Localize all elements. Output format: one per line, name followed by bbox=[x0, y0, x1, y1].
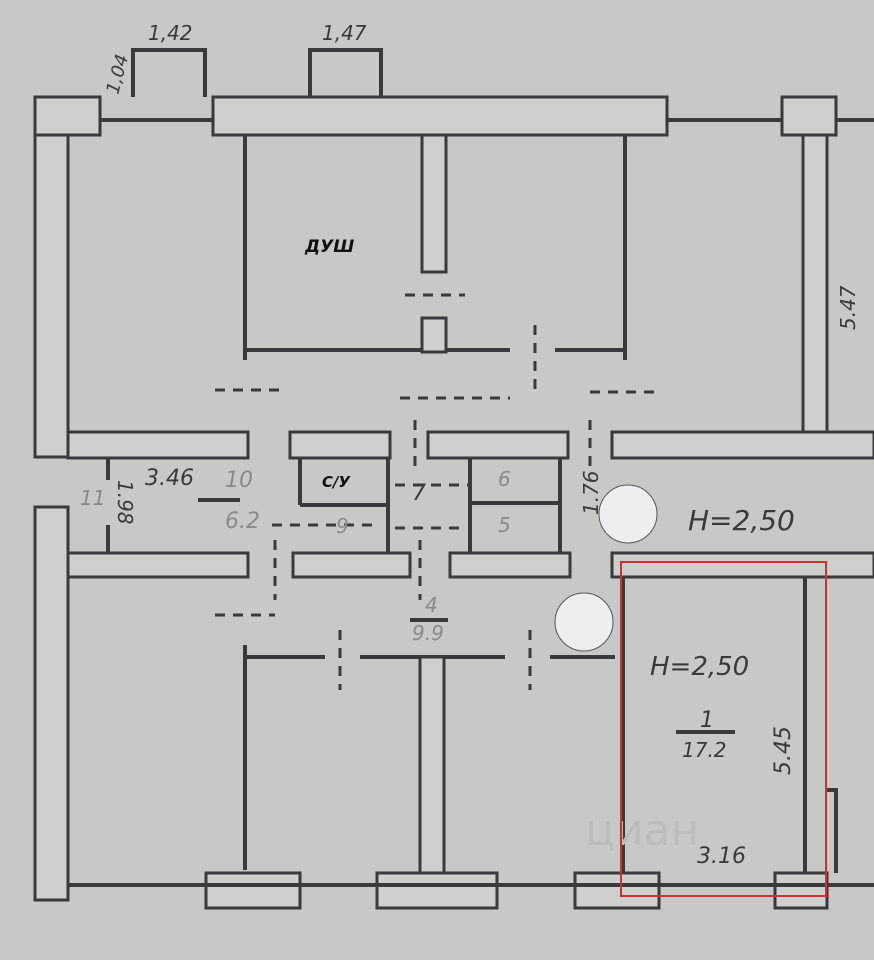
wc-label: С/У bbox=[322, 473, 351, 491]
balcony-2 bbox=[308, 48, 383, 97]
room11-dimension: 1.98 bbox=[113, 480, 137, 525]
room1-number: 1 bbox=[700, 708, 714, 733]
room1-area: 17.2 bbox=[682, 738, 727, 762]
room11-number: 11 bbox=[80, 486, 105, 510]
room1-width: 3.16 bbox=[697, 844, 746, 869]
watermark: циан bbox=[585, 805, 699, 856]
room1-length: 5.45 bbox=[771, 726, 796, 775]
room7-number: 7 bbox=[412, 481, 426, 506]
corridor-walls bbox=[66, 133, 874, 579]
marker-circle bbox=[554, 592, 614, 652]
right-room-dimension: 5.47 bbox=[836, 285, 860, 330]
interior-walls bbox=[106, 135, 838, 875]
highlighted-room-outline bbox=[620, 561, 827, 897]
room9-number: 9 bbox=[336, 514, 349, 538]
marker-circle bbox=[598, 484, 658, 544]
room4-area: 9.9 bbox=[412, 621, 444, 645]
corridor-height: H=2,50 bbox=[688, 504, 795, 537]
room10-area: 6.2 bbox=[225, 509, 260, 534]
room10-dimension: 3.46 bbox=[145, 466, 194, 491]
outer-walls bbox=[33, 95, 874, 910]
room10-number: 10 bbox=[225, 468, 253, 493]
corridor-dimension: 1.76 bbox=[579, 470, 603, 515]
door-markers bbox=[215, 293, 655, 740]
balcony-1-width: 1,42 bbox=[148, 21, 193, 45]
room6-number: 6 bbox=[498, 467, 511, 491]
balcony-2-width: 1,47 bbox=[322, 21, 367, 45]
shower-label: ДУШ bbox=[304, 237, 354, 257]
room5-number: 5 bbox=[498, 513, 511, 537]
room4-number: 4 bbox=[425, 593, 438, 617]
room1-height: H=2,50 bbox=[650, 652, 749, 682]
balcony-1 bbox=[131, 48, 207, 97]
